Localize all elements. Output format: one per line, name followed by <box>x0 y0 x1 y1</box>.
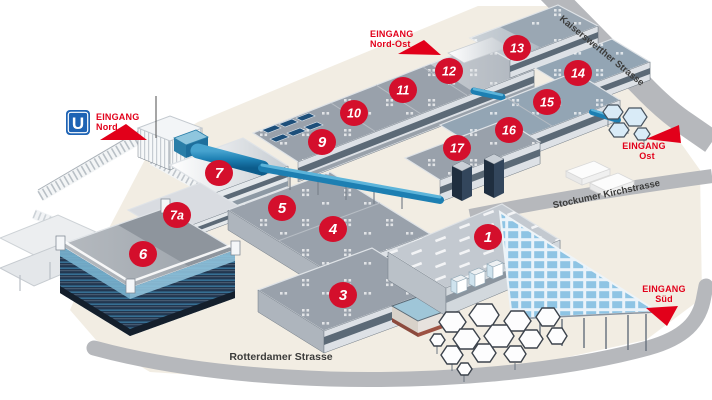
hall-badge-9[interactable]: 9 <box>308 129 336 155</box>
hall-badge-11[interactable]: 11 <box>389 77 417 103</box>
svg-text:5: 5 <box>278 200 287 217</box>
entrance-nord-label-2: Nord <box>96 122 118 132</box>
hall-badge-4[interactable]: 4 <box>319 216 347 242</box>
svg-text:U: U <box>72 114 84 133</box>
svg-text:7: 7 <box>215 165 224 182</box>
hall-badge-3[interactable]: 3 <box>329 282 357 308</box>
road-kaiserswerther-strasse <box>540 0 712 152</box>
svg-text:12: 12 <box>442 65 456 79</box>
skybridge-north <box>470 87 506 101</box>
entrance-nord[interactable]: U EINGANG Nord <box>66 96 157 140</box>
svg-text:15: 15 <box>540 96 555 110</box>
entrance-sued-label-1: EINGANG <box>642 284 685 294</box>
hall-badge-7[interactable]: 7 <box>205 160 233 186</box>
svg-text:14: 14 <box>571 67 585 81</box>
entrance-nordost[interactable]: EINGANG Nord-Ost <box>370 29 441 55</box>
road-rotterdamer-strasse <box>86 278 712 388</box>
entrance-sued[interactable]: EINGANG Süd <box>642 284 686 326</box>
service-towers <box>451 153 505 201</box>
entrance-nord-label-1: EINGANG <box>96 112 139 122</box>
entrance-ost-label-1: EINGANG <box>622 141 665 151</box>
hall-badge-10[interactable]: 10 <box>340 100 368 126</box>
hall-badge-13[interactable]: 13 <box>503 35 531 61</box>
hall-9-solar-panels <box>261 112 324 143</box>
entrance-sued-arrow-icon <box>646 306 678 326</box>
entrance-nord-arrow-icon <box>100 124 147 140</box>
svg-text:6: 6 <box>139 246 148 263</box>
hall-badge-12[interactable]: 12 <box>435 58 463 84</box>
entrance-nordost-label-2: Nord-Ost <box>370 39 411 49</box>
hall-badge-16[interactable]: 16 <box>495 117 523 143</box>
hall-badge-5[interactable]: 5 <box>268 195 296 221</box>
hall-badge-7a[interactable]: 7a <box>163 202 191 228</box>
svg-text:17: 17 <box>450 142 465 156</box>
entrance-ost-label-2: Ost <box>639 151 655 161</box>
svg-text:3: 3 <box>339 287 348 304</box>
entrance-nordost-arrow-icon <box>398 40 441 55</box>
hall-badge-6[interactable]: 6 <box>129 241 157 267</box>
entrance-ost[interactable]: EINGANG Ost <box>622 125 681 161</box>
u-bahn-icon[interactable]: U <box>66 110 90 135</box>
svg-text:13: 13 <box>510 42 524 56</box>
hall-badge-17[interactable]: 17 <box>443 135 471 161</box>
hall-badges: 1 3 4 5 6 7 7a 9 10 11 12 13 14 15 16 17 <box>129 35 592 308</box>
svg-text:9: 9 <box>318 134 327 151</box>
hall-badge-14[interactable]: 14 <box>564 60 592 86</box>
skywalk-corridor <box>190 143 444 209</box>
east-dome-pavilion <box>602 104 651 146</box>
svg-text:7a: 7a <box>170 209 184 223</box>
svg-text:1: 1 <box>484 229 492 246</box>
entrance-nordost-label-1: EINGANG <box>370 29 413 39</box>
street-label-rotterdamer: Rotterdamer Strasse <box>229 351 332 363</box>
svg-text:4: 4 <box>328 221 338 238</box>
svg-text:16: 16 <box>502 124 517 138</box>
entrance-sued-label-2: Süd <box>655 294 673 304</box>
svg-text:10: 10 <box>347 107 361 121</box>
hall-badge-1[interactable]: 1 <box>474 224 502 250</box>
hexagon-pavilion-cluster <box>429 303 568 382</box>
entrance-ost-arrow-icon <box>646 125 681 143</box>
hall-1-building <box>386 203 662 351</box>
svg-text:11: 11 <box>397 84 410 98</box>
hall-badge-15[interactable]: 15 <box>533 89 561 115</box>
east-flat-buildings <box>564 160 636 198</box>
